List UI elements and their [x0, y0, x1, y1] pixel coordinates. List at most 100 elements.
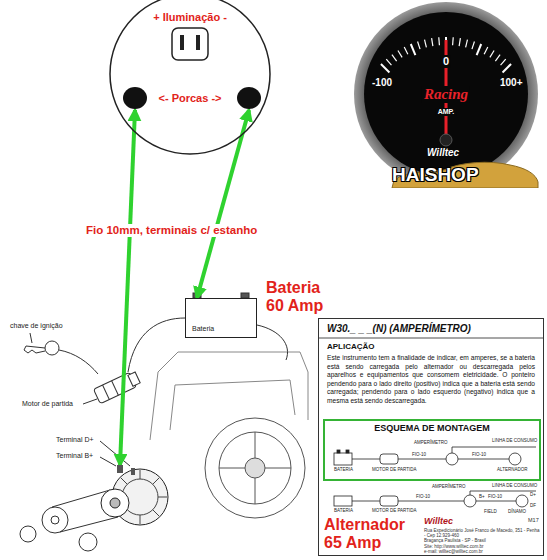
schematic-label: FIO-10: [412, 452, 426, 457]
section-heading: APLICAÇÃO: [327, 342, 375, 351]
scale-tick: [490, 51, 494, 58]
schematic-label: FIO-10: [488, 494, 502, 499]
wire: [452, 447, 536, 453]
scale-tick: [459, 38, 460, 46]
alternator-symbol: [509, 453, 521, 465]
wire-note: Fio 10mm, terminais c/ estanho: [84, 224, 259, 237]
pulley-hub: [110, 498, 120, 508]
scale-number: 0: [441, 55, 451, 68]
address-line: Bragança Paulista - SP - Brasil: [424, 538, 542, 543]
wire: [458, 459, 509, 460]
watermark: HAISHOP: [392, 164, 479, 186]
leader-line: [83, 399, 97, 404]
scale-tick: [438, 37, 440, 45]
wire: [128, 318, 185, 372]
wire: [352, 459, 380, 460]
schematic-label: BATERIA: [334, 508, 353, 513]
terminal-post: [131, 468, 135, 475]
cooling-fin: [140, 470, 141, 479]
battery-symbol: [334, 453, 352, 465]
title-rule: [319, 338, 543, 339]
part-name: chave de ignição: [10, 322, 63, 330]
description-text: Este instrumento tem a finalidade de ind…: [327, 354, 535, 406]
scale-number: 100+: [498, 77, 525, 89]
terminal-name: Terminal D+: [56, 436, 94, 444]
ignition-key: [24, 346, 45, 353]
nut: [123, 87, 147, 109]
wire-arrow: [120, 110, 135, 465]
scale-tick: [501, 59, 506, 65]
gauge-photo: -100 0 100+ RacingAMP.: [352, 0, 540, 188]
cooling-fin: [140, 515, 141, 524]
scale-tick: [425, 40, 427, 48]
schematic-label: ALTERNADOR: [497, 467, 527, 472]
leader-line: [100, 441, 130, 466]
cooling-fin: [153, 478, 159, 484]
wire: [59, 350, 98, 374]
ignition-lock: [45, 341, 59, 355]
lighting-label: + Iluminação -: [153, 11, 227, 24]
starter-symbol: [380, 454, 398, 464]
schematic-label: LINHA DE CONSUMO: [492, 483, 537, 488]
socket-slot: [196, 35, 200, 50]
gauge-bezel: [354, 2, 538, 186]
schematic-label: FIO-10: [472, 452, 486, 457]
scale-tick: [386, 59, 391, 65]
scale-tick: [503, 64, 511, 72]
watermark-car: [392, 162, 538, 188]
schematic-label: MOTOR DE PARTIDA: [372, 508, 417, 513]
starter-symbol: [380, 496, 398, 506]
scale-tick: [432, 38, 433, 46]
terminal-post: [117, 465, 123, 473]
nut: [237, 87, 261, 109]
scale-tick: [466, 40, 468, 48]
scale-tick: [392, 55, 397, 61]
leader-line: [100, 457, 116, 466]
schematic-label: DF: [530, 503, 536, 508]
wire: [398, 459, 446, 460]
cooling-fin: [121, 478, 127, 484]
gauge-back: + Iluminação - <- Porcas ->: [108, 0, 272, 156]
battery-symbol: [334, 496, 352, 506]
schematic-label: FIELD: [484, 509, 497, 514]
address-line: Site: http://www.willtec.com.br: [424, 544, 542, 549]
scale-number: -100: [370, 77, 394, 89]
footer-logo: Willtec: [424, 516, 453, 526]
cooling-fin: [158, 497, 167, 498]
engine-drawing: [20, 293, 308, 551]
battery-post: [337, 450, 340, 453]
schematic-label: DÍNAMO: [508, 509, 526, 514]
scale-tick: [404, 47, 408, 54]
ammeter-symbol: [464, 495, 476, 507]
pulley: [101, 489, 129, 517]
model-code: M17: [528, 517, 539, 523]
alternator-heading: Alternador 65 Amp: [322, 516, 424, 552]
wire: [476, 501, 516, 502]
wiring-schematic: [319, 338, 543, 507]
battery-post: [346, 450, 349, 453]
scale-tick: [477, 44, 482, 55]
battery-heading: Bateria 60 Amp: [266, 279, 332, 315]
dial-logo: Willtec: [427, 147, 459, 159]
schematic-label: BATERIA: [334, 467, 353, 472]
wire-arrow: [197, 110, 249, 298]
ammeter-symbol: [446, 453, 458, 465]
alternator-outline: [95, 465, 205, 543]
scale-tick: [495, 55, 500, 61]
wire: [398, 501, 464, 502]
sheet-title: W30._ _ _(N) (AMPERÍMETRO): [327, 323, 471, 335]
schematic-label: AMPERÍMETRO: [432, 484, 466, 489]
part-name: Motor de partida: [22, 400, 73, 408]
scale-tick: [381, 64, 389, 72]
schematic-label: LINHA DE CONSUMO: [492, 438, 537, 443]
scale-tick: [472, 42, 474, 50]
unit-label: AMP.: [436, 108, 457, 116]
socket-slot: [180, 35, 184, 50]
scale-tick: [398, 51, 402, 58]
brand-script: Racing: [422, 86, 470, 103]
schematic-label: MOTOR DE PARTIDA: [372, 467, 417, 472]
nuts-label: <- Porcas ->: [159, 92, 222, 105]
fan-housing: [205, 418, 305, 518]
terminal-name: Terminal B+: [56, 452, 93, 460]
footer-block: Rua Expedicionário José Franco de Macedo…: [424, 528, 542, 554]
